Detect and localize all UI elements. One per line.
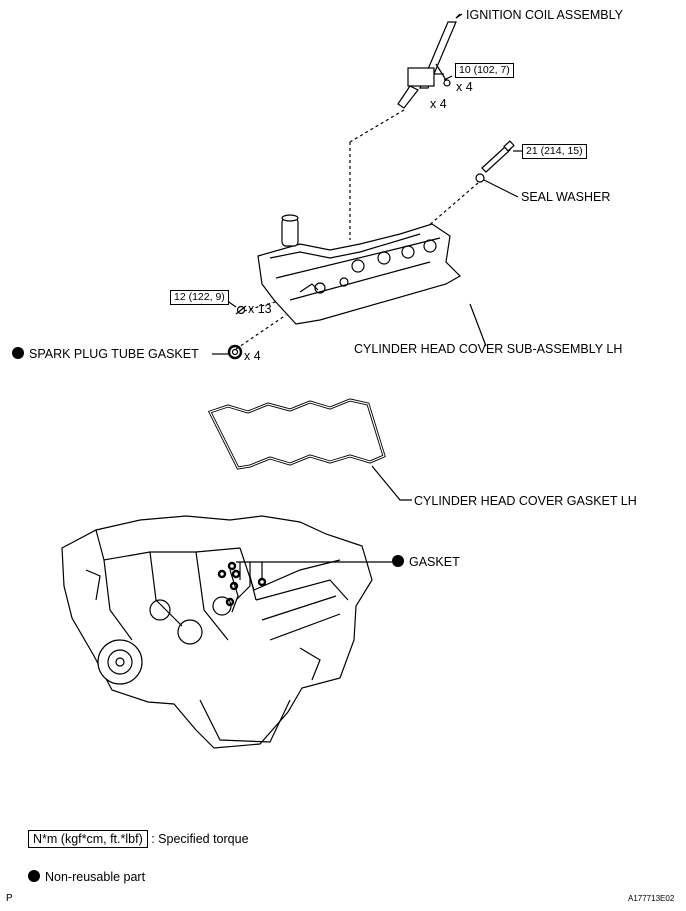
gasket-label: GASKET <box>392 555 460 569</box>
coil-bolt-torque: 10 (102, 7) <box>455 63 514 78</box>
tube-gasket-qty: x 4 <box>244 349 261 363</box>
cover-bolt-icon <box>235 305 247 315</box>
spark-plug-tube-gasket-icon <box>227 344 243 360</box>
stud-bolt-torque: 21 (214, 15) <box>522 144 587 159</box>
cylinder-head-cover-icon <box>257 214 461 325</box>
torque-legend: N*m (kgf*cm, ft.*lbf) : Specified torque <box>28 830 249 848</box>
torque-legend-box: N*m (kgf*cm, ft.*lbf) <box>28 830 148 848</box>
footer-left-code: P <box>6 893 13 904</box>
nonreusable-dot-icon <box>392 555 404 567</box>
engine-block-icon <box>61 515 373 749</box>
torque-legend-text: : Specified torque <box>151 832 249 846</box>
ignition-coil-label: IGNITION COIL ASSEMBLY <box>466 8 623 22</box>
spark-plug-tube-gasket-label: SPARK PLUG TUBE GASKET <box>12 347 199 361</box>
cover-bolt-qty: x 13 <box>248 302 272 316</box>
coil-qty: x 4 <box>430 97 447 111</box>
nonreusable-dot-icon <box>12 347 24 359</box>
ignition-coil-icon <box>397 21 457 109</box>
seal-washer-icon <box>475 173 485 183</box>
seal-washer-label: SEAL WASHER <box>521 190 611 204</box>
coil-bolt-qty: x 4 <box>456 80 473 94</box>
head-cover-gasket-icon <box>207 398 386 470</box>
nonreusable-dot-icon <box>28 870 40 882</box>
figure-id: A177713E02 <box>628 894 675 903</box>
coil-bolt-icon <box>443 75 453 87</box>
nonreusable-legend: Non-reusable part <box>28 870 145 884</box>
head-cover-label: CYLINDER HEAD COVER SUB-ASSEMBLY LH <box>354 342 623 356</box>
gasket-rings-icon <box>217 561 267 607</box>
cover-bolt-torque: 12 (122, 9) <box>170 290 229 305</box>
head-cover-gasket-label: CYLINDER HEAD COVER GASKET LH <box>414 494 637 508</box>
stud-bolt-icon <box>481 140 515 173</box>
